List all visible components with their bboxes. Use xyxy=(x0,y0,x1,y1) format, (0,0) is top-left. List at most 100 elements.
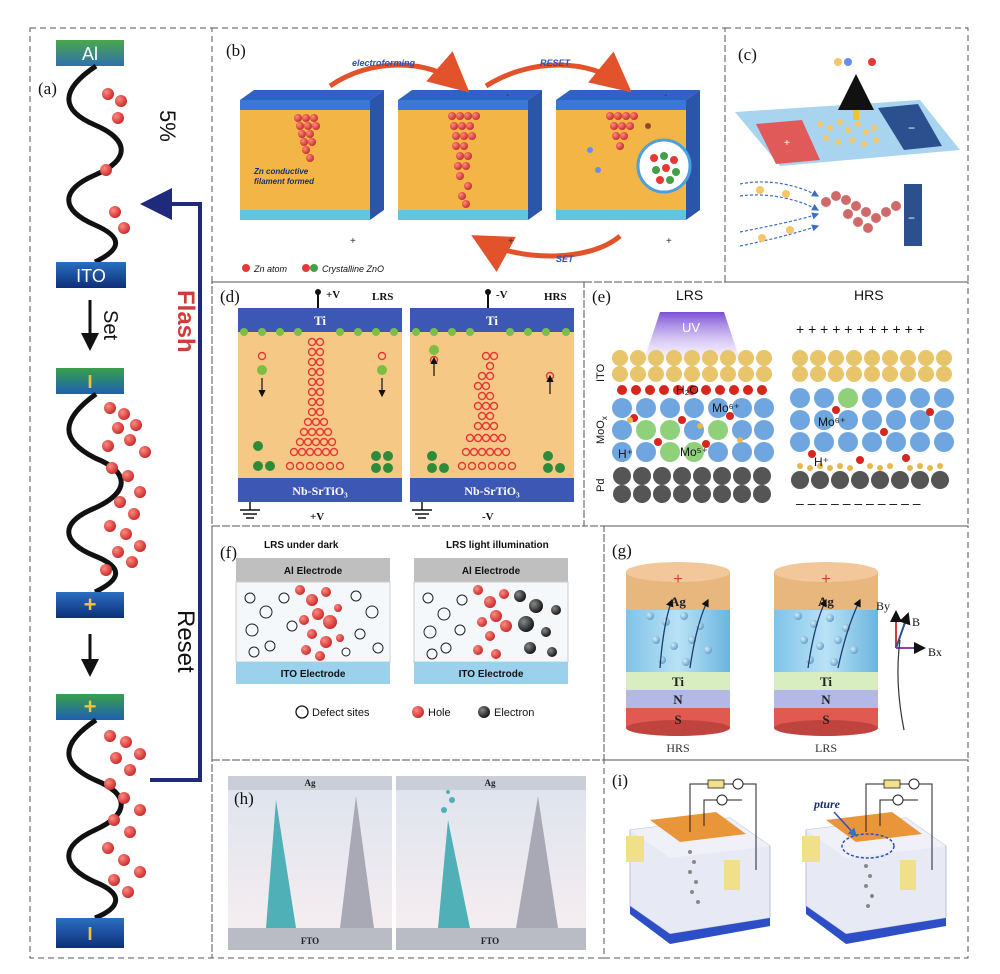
legend-defect-icon xyxy=(295,705,309,719)
i-left-electrode xyxy=(650,812,746,842)
plus-row-e: + + + + + + + + + + + xyxy=(796,321,925,337)
green-ions-top xyxy=(240,328,570,336)
electroforming-arrow xyxy=(328,51,470,93)
drift-arrows-c xyxy=(739,181,820,247)
plus-b2: + xyxy=(508,236,514,247)
minus-row-e: – – – – – – – – – – – xyxy=(796,495,921,511)
f-right-top-label: Al Electrode xyxy=(462,566,521,577)
g-by: By xyxy=(876,599,890,613)
holes-left xyxy=(295,585,344,661)
i-left-base xyxy=(630,906,770,944)
minus-electrode-2 xyxy=(56,918,124,948)
h-plus-left: H⁺ xyxy=(618,447,633,461)
cylinder-lrs xyxy=(774,562,878,736)
field-curve-g xyxy=(897,639,905,731)
cathode-c xyxy=(904,184,922,246)
g-plus-hrs: + xyxy=(673,571,682,588)
panel-c: (c) + − − xyxy=(735,45,960,247)
legend-electron-icon xyxy=(478,706,490,718)
legend-electron: Electron xyxy=(494,707,534,719)
moox-sub: x xyxy=(600,416,609,420)
set-arrow-b xyxy=(471,234,622,272)
h-droplets xyxy=(441,790,455,813)
ti-right xyxy=(410,308,574,332)
probe-right-tip xyxy=(485,289,491,295)
drift-ions-c xyxy=(756,186,794,242)
g-plus-lrs: + xyxy=(821,571,830,588)
field-lines-g xyxy=(659,598,861,669)
g-n-lrs: N xyxy=(821,692,831,707)
red-particles-bottom xyxy=(102,730,146,898)
legend-defect: Defect sites xyxy=(312,707,370,719)
defects-left xyxy=(244,590,384,658)
g-s-hrs: S xyxy=(674,712,681,727)
hrs-label-e: HRS xyxy=(854,287,884,303)
mo5-left: Mo⁵⁺ xyxy=(680,445,708,459)
ground-right xyxy=(412,502,432,519)
h-plus-right: H⁺ xyxy=(814,455,829,469)
mo6-left: Mo⁶⁺ xyxy=(712,401,740,415)
particles-c xyxy=(817,119,879,147)
panel-f: (f) LRS under dark LRS light illuminatio… xyxy=(220,540,569,719)
electroforming-label: electroforming xyxy=(352,58,416,68)
panel-i-label: (i) xyxy=(612,771,628,790)
f-left-top-label: Al Electrode xyxy=(284,566,343,577)
percent-label: 5% xyxy=(155,110,180,142)
al-electrode xyxy=(56,40,124,66)
f-right-body xyxy=(413,581,569,663)
plus-label-2: + xyxy=(84,694,97,719)
panel-e-label: (e) xyxy=(592,287,611,306)
g-lrs-label: LRS xyxy=(815,741,837,755)
nb-left-label: Nb-SrTiO₃ xyxy=(292,484,348,498)
minus-c: − xyxy=(908,121,915,135)
lattice-ito-right xyxy=(792,350,952,382)
h-cone-left-1 xyxy=(266,800,296,928)
ground-left xyxy=(240,502,260,519)
f-right-title: LRS light illumination xyxy=(446,540,549,551)
nb-left xyxy=(238,478,402,502)
f-left-top xyxy=(236,558,390,582)
h-cone-left-2 xyxy=(340,796,374,928)
right-bottom-bias: -V xyxy=(482,511,494,523)
reset-arrow-b xyxy=(484,51,632,93)
filament-c xyxy=(821,191,901,233)
panel-d: (d) +V LRS Ti Nb-SrTiO₃ +V -V HRS Ti Nb-… xyxy=(220,287,574,523)
minus-label-1: I xyxy=(87,372,92,392)
h-right-bottom xyxy=(396,928,586,950)
wave-bottom xyxy=(66,717,124,921)
panel-b: (b) xyxy=(226,41,700,274)
plus-c: + xyxy=(784,138,790,149)
g-bx: Bx xyxy=(928,645,942,659)
reset-label-b: RESET xyxy=(540,58,572,68)
legend-hole: Hole xyxy=(428,707,451,719)
moox-label-e: MoOx xyxy=(595,416,609,444)
nb-right xyxy=(410,478,574,502)
panel-f-label: (f) xyxy=(220,543,237,562)
g-hrs-label: HRS xyxy=(666,741,689,755)
f-left-bottom xyxy=(236,662,390,684)
panel-h: (h) Ag Ag FTO FTO xyxy=(228,776,586,950)
lrs-label-e: LRS xyxy=(676,287,703,303)
h-ag-left: Ag xyxy=(305,778,316,788)
legend-hole-icon xyxy=(412,706,424,718)
electrons-right xyxy=(514,590,561,657)
right-state: HRS xyxy=(544,291,567,303)
ion-c-3 xyxy=(868,58,876,66)
right-bias: -V xyxy=(496,289,508,301)
legend-zn: Zn atom xyxy=(253,264,288,274)
lattice-mo-right xyxy=(790,388,954,452)
i-rupture-arrow xyxy=(833,811,858,838)
h-left-top xyxy=(228,776,392,790)
panel-i: (i) pture xyxy=(612,771,947,944)
nb-right-label: Nb-SrTiO₃ xyxy=(464,484,520,498)
i-left-resistor xyxy=(707,779,725,789)
panel-b-label: (b) xyxy=(226,41,246,60)
i-rupture-ring xyxy=(841,833,895,859)
wave-middle xyxy=(66,391,124,595)
i-right-resistor xyxy=(883,779,901,789)
reset-label: Reset xyxy=(172,610,199,673)
i-right-meter-v xyxy=(892,794,904,806)
migration-arrows-d xyxy=(258,356,554,398)
green-mid-right xyxy=(377,365,387,375)
legend-zno-dot-green xyxy=(310,264,318,272)
